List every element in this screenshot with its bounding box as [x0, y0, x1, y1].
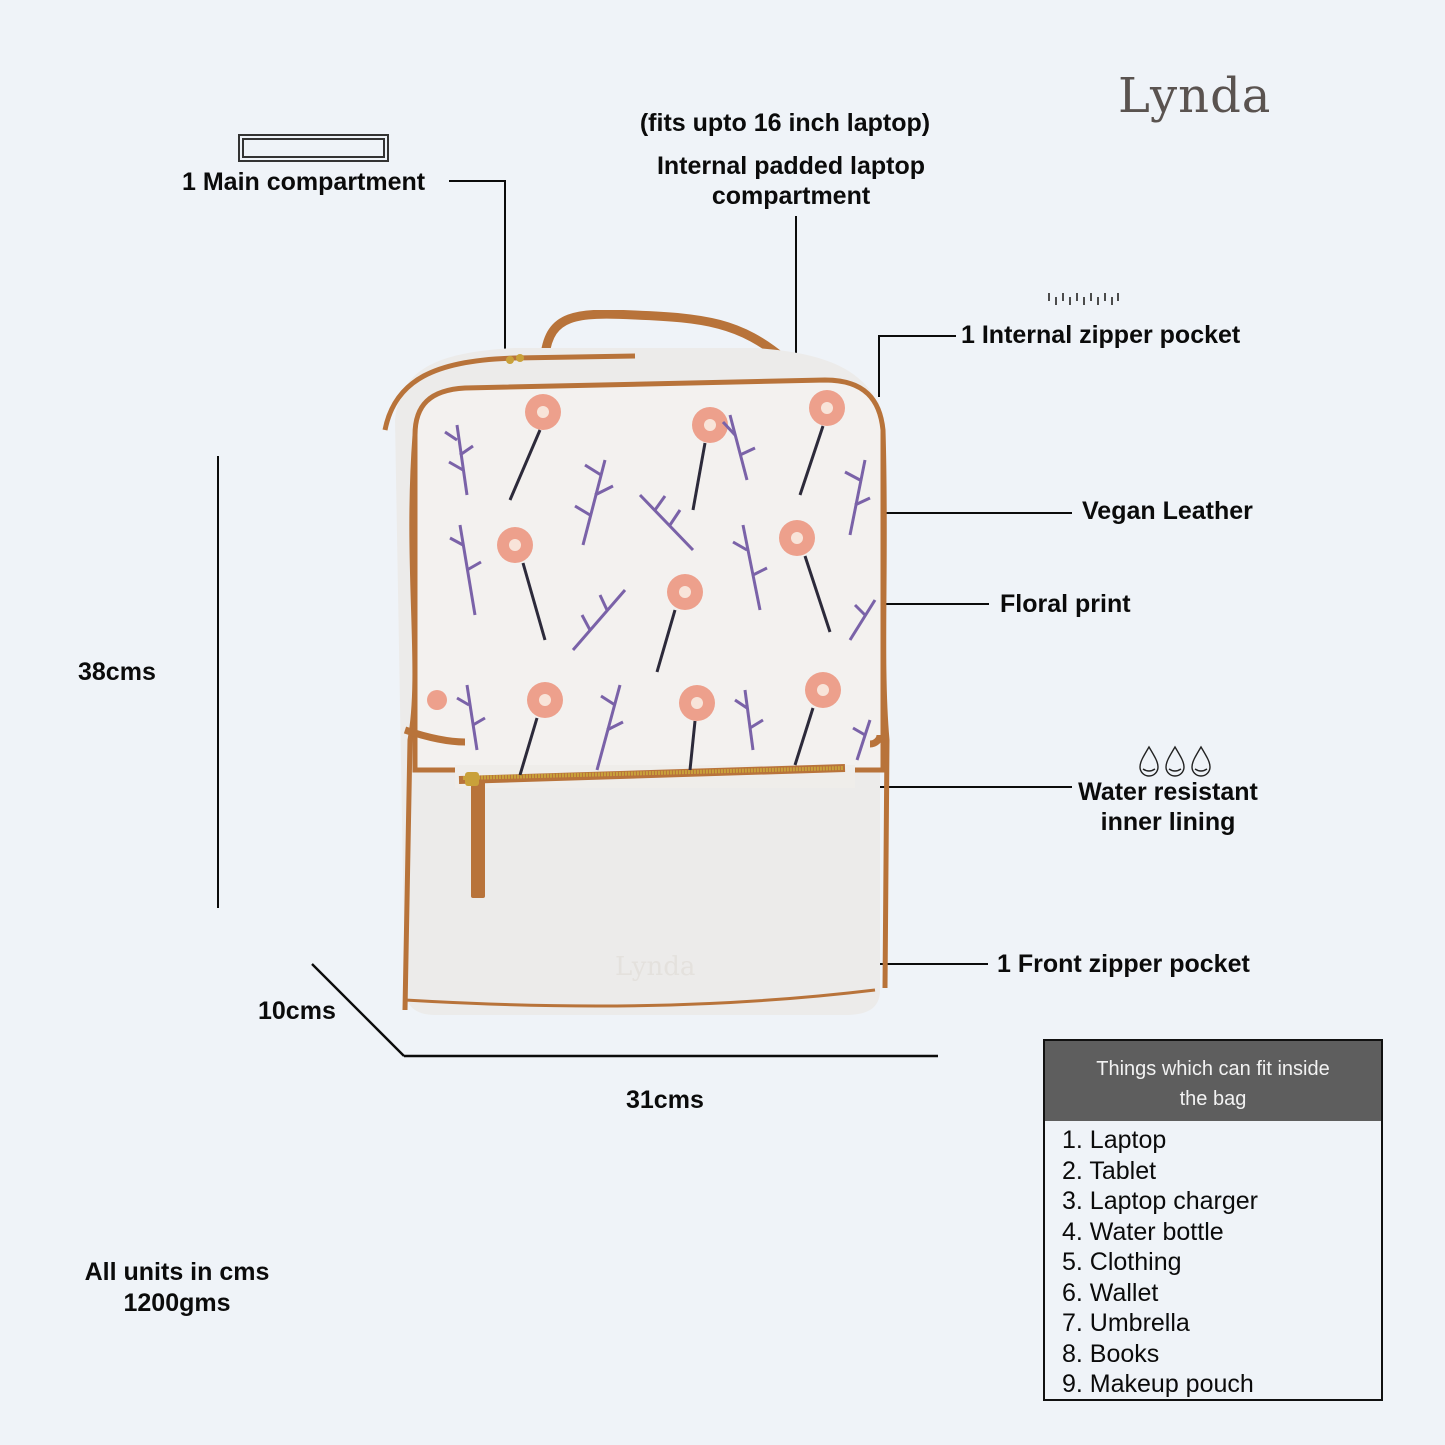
backpack-image: Lynda — [382, 310, 890, 1015]
list-item: 3. Laptop charger — [1062, 1187, 1258, 1215]
water-resistant-label-2: inner lining — [1100, 808, 1236, 836]
internal-pocket-leader-v — [878, 335, 880, 397]
laptop-compartment-label-1: Internal padded laptop — [656, 152, 926, 180]
units-note: All units in cms — [84, 1258, 270, 1286]
fit-items-box: Things which can fit inside the bag 1. L… — [1043, 1039, 1383, 1401]
list-item: 7. Umbrella — [1062, 1309, 1190, 1337]
internal-zipper-pocket-label: 1 Internal zipper pocket — [961, 321, 1241, 349]
list-item: 9. Makeup pouch — [1062, 1370, 1254, 1398]
water-resistant-leader — [878, 786, 1072, 788]
internal-pocket-leader-h — [878, 335, 956, 337]
fit-items-header: Things which can fit inside the bag — [1045, 1041, 1381, 1121]
laptop-compartment-leader — [795, 216, 797, 360]
vegan-leather-leader — [878, 512, 1072, 514]
fit-items-list: 1. Laptop 2. Tablet 3. Laptop charger 4.… — [1045, 1121, 1381, 1400]
list-item: 6. Wallet — [1062, 1278, 1159, 1307]
brand-logo: Lynda — [1118, 68, 1272, 124]
zipper-icon — [1048, 293, 1119, 305]
compartment-icon — [238, 134, 389, 162]
main-compartment-leader-v — [504, 180, 506, 360]
floral-print-label: Floral print — [1000, 590, 1131, 618]
height-dimension-line — [217, 456, 219, 908]
base-dimension-lines — [311, 963, 938, 1058]
fit-items-title-2: the bag — [1179, 1088, 1247, 1110]
list-item: 2. Tablet — [1062, 1156, 1157, 1185]
front-zipper-pocket-label: 1 Front zipper pocket — [997, 950, 1250, 978]
laptop-compartment-label-2: compartment — [711, 182, 871, 210]
width-dimension-label: 31cms — [626, 1086, 704, 1114]
list-item: 8. Books — [1062, 1339, 1160, 1368]
water-drops-icon — [1139, 745, 1211, 777]
depth-dimension-label: 10cms — [258, 997, 336, 1025]
svg-text:Lynda: Lynda — [615, 952, 695, 982]
main-compartment-leader-h — [449, 180, 506, 182]
list-item: 1. Laptop — [1062, 1126, 1167, 1154]
list-item: 4. Water bottle — [1062, 1217, 1224, 1246]
water-resistant-label-1: Water resistant — [1078, 778, 1258, 806]
laptop-fit-note: (fits upto 16 inch laptop) — [639, 109, 931, 137]
height-dimension-label: 38cms — [78, 658, 156, 686]
weight-note: 1200gms — [123, 1289, 231, 1317]
main-compartment-label: 1 Main compartment — [182, 168, 426, 196]
vegan-leather-label: Vegan Leather — [1082, 497, 1253, 525]
fit-items-title-1: Things which can fit inside — [1096, 1058, 1330, 1080]
list-item: 5. Clothing — [1062, 1248, 1182, 1276]
